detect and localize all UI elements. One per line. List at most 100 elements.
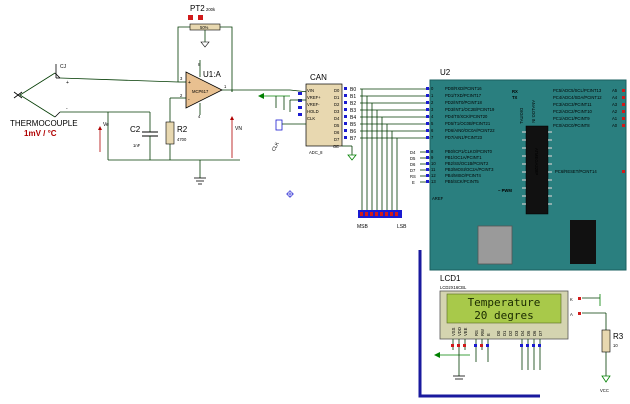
pin-a4: A4 xyxy=(612,95,618,100)
bit-b7: B7 xyxy=(350,136,356,142)
thermocouple[interactable]: CJ + - THERMOCOUPLE 1mV / °C xyxy=(10,64,78,138)
u2-ref: U2 xyxy=(440,68,451,77)
vn-probe[interactable]: VN xyxy=(230,116,242,158)
lcd-line2: 20 degres xyxy=(474,309,534,322)
adc-in-clk: CLK xyxy=(307,116,315,121)
lcd1[interactable]: LCD1 LCD2X16CBL Temperature 20 degres VS… xyxy=(439,274,606,340)
analog-label: ANALOG IN xyxy=(531,100,536,123)
power-jack xyxy=(570,220,596,264)
pin-num-13: 13 xyxy=(431,179,436,184)
bit-b0: B0 xyxy=(350,87,356,93)
adc-out-oe: OE xyxy=(333,144,339,149)
ve-probe[interactable]: Ve xyxy=(98,122,109,152)
lcd-control-wires: D4 D5 D6 D7 RS E xyxy=(410,150,430,185)
clk-label: CLK xyxy=(271,141,281,153)
r2-ref: R2 xyxy=(177,125,188,134)
adc-in-vrefp: VREF+ xyxy=(307,95,321,100)
c2-value: 1nF xyxy=(133,143,141,148)
lcd-pin-d0: D0 xyxy=(496,330,501,336)
pin-pc3: PC3/ADC3/PCINT11 xyxy=(553,102,592,107)
pin-pb0: PB0/ICP1/CLKO/PCINT0 xyxy=(445,149,493,154)
tx-label: TX xyxy=(512,95,518,100)
bit-wires xyxy=(360,88,430,210)
rx-label: RX xyxy=(512,89,518,94)
net-d5: D5 xyxy=(410,156,416,161)
pt2-potentiometer[interactable]: PT2 200k 50% xyxy=(177,4,233,92)
opamp-pin3: 3 xyxy=(180,76,183,81)
chip-label: ATMEGA328P xyxy=(534,148,539,175)
msb-label: MSB xyxy=(357,224,369,230)
vcc-label: VCC xyxy=(600,388,609,393)
lcd-screen xyxy=(446,293,562,324)
pin-pd6: PD6/AIN0/OC0A/PCINT22 xyxy=(445,128,495,133)
opamp-pin1: 1 xyxy=(224,84,227,89)
lcd-pin-d5: D5 xyxy=(526,330,531,336)
logic-probes[interactable]: MSB LSB xyxy=(357,210,407,230)
pin-pd4: PD4/T0/XCK/PCINT20 xyxy=(445,114,488,119)
pin-pd1: PD1/TXD/PCINT17 xyxy=(445,93,482,98)
lcd-pin-d6: D6 xyxy=(532,330,537,336)
clock-source[interactable]: CLK xyxy=(271,119,306,153)
adc-in-vrefm: VREF- xyxy=(307,102,320,107)
opamp-pin4: 4 xyxy=(198,114,201,119)
pin-a5: A5 xyxy=(612,88,618,93)
adc-in-vin: VIN xyxy=(307,88,314,93)
net-d4: D4 xyxy=(410,150,416,155)
pin-pd3: PD3/INT1/OC2B/PCINT19 xyxy=(445,107,495,112)
bit-b2: B2 xyxy=(350,101,356,107)
opamp-part: MCP617 xyxy=(192,89,209,94)
pin-num-4: 4 xyxy=(431,114,434,119)
lcd-pin-vdd: VDD xyxy=(457,327,462,336)
lcd-pin-d2: D2 xyxy=(508,330,513,336)
resistor-r2[interactable]: R2 4700 xyxy=(165,112,188,160)
adc-can[interactable]: CAN VIN VREF+ VREF- HOLD CLK D0 D1 D2 D3… xyxy=(298,73,343,155)
lcd-pin-rs: RS xyxy=(474,330,479,336)
pin-pc4: PC4/ADC4/SDA/PCINT12 xyxy=(553,95,602,100)
thermocouple-label: THERMOCOUPLE xyxy=(10,119,78,128)
adc-part: ADC_8 xyxy=(309,150,323,155)
ground-symbol xyxy=(194,160,206,185)
adc-ref: CAN xyxy=(310,73,327,82)
pin-num-6: 6 xyxy=(431,128,434,133)
adc-bit-pins: B0 B1 B2 B3 B4 B5 B6 B7 xyxy=(344,87,356,142)
lcd-pin-d7: D7 xyxy=(538,330,543,336)
lcd-pin-labels: VSS VDD VEE RS RW E D0 D1 D2 D3 D4 D5 D6… xyxy=(451,327,543,336)
lcd-pin-d1: D1 xyxy=(502,330,507,336)
resistor-r3[interactable]: R3 10 VCC xyxy=(600,313,624,393)
thermocouple-scale: 1mV / °C xyxy=(24,129,57,138)
capacitor-c2[interactable]: C2 1nF xyxy=(130,112,158,160)
lcd-pin-e: E xyxy=(486,333,491,336)
lcd-pin-vee: VEE xyxy=(463,327,468,336)
lcd-pin-d4: D4 xyxy=(520,330,525,336)
lcd-ref: LCD1 xyxy=(440,274,461,283)
pin-pb2: PB2/SS/OC1B/PCINT2 xyxy=(445,161,489,166)
pin-a1: A1 xyxy=(612,116,618,121)
pin-num-12: 12 xyxy=(431,173,436,178)
pt2-value: 200k xyxy=(206,7,216,12)
lcd-pin-rw: RW xyxy=(480,329,485,336)
tc-plus: + xyxy=(66,80,69,86)
lcd-pin-vss: VSS xyxy=(451,327,456,336)
pin-num-8: 8 xyxy=(431,149,434,154)
lcd-pin-d3: D3 xyxy=(514,330,519,336)
net-d6: D6 xyxy=(410,162,416,167)
adc-out-d6: D6 xyxy=(334,130,340,135)
pin-a2: A2 xyxy=(612,109,618,114)
pin-num-2: 2 xyxy=(431,100,434,105)
pt2-ref: PT2 xyxy=(190,4,205,13)
bit-b1: B1 xyxy=(350,94,356,100)
tc-minus: - xyxy=(66,106,68,112)
pin-pb5: PB5/SCK/PCINT5 xyxy=(445,179,479,184)
net-e: E xyxy=(412,180,415,185)
opamp-u1a[interactable]: + - MCP617 U1:A 3 2 1 8 4 xyxy=(180,60,227,119)
pin-num-3: 3 xyxy=(431,107,434,112)
opamp-pin2: 2 xyxy=(180,93,183,98)
pin-a0: A0 xyxy=(612,123,618,128)
pin-pb4: PB4/MISO/PCINT4 xyxy=(445,173,482,178)
bit-b6: B6 xyxy=(350,129,356,135)
adc-out-d7: D7 xyxy=(334,137,340,142)
